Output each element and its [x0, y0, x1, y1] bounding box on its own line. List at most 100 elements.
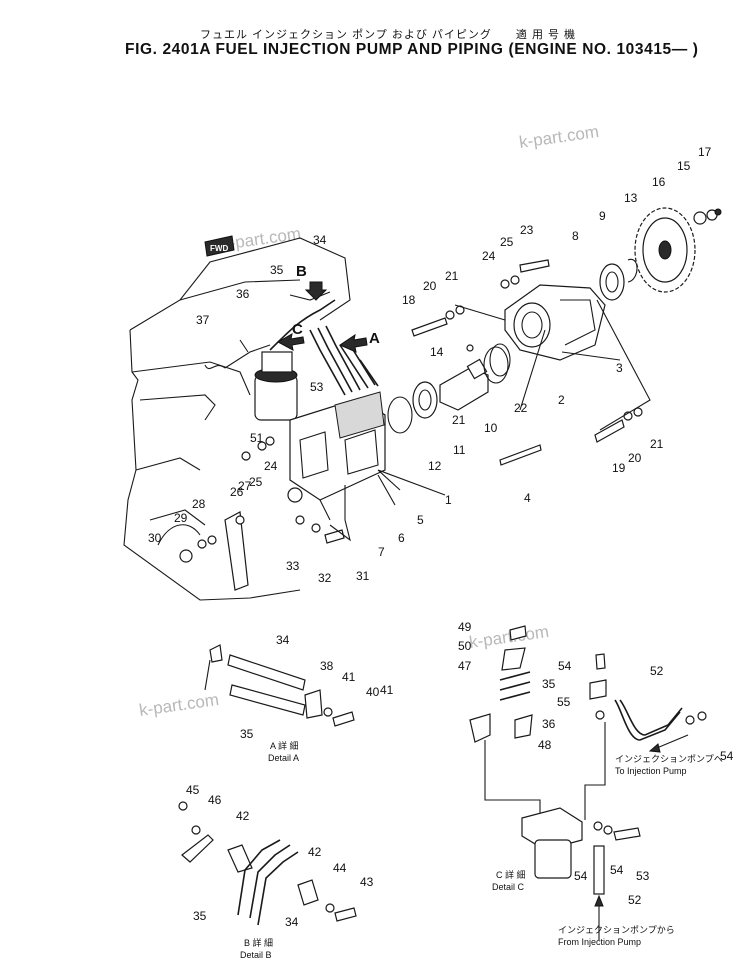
part-number: 27: [238, 479, 252, 493]
part-number: 22: [514, 401, 528, 415]
part-number: 43: [360, 875, 374, 889]
detail-c-caption-jp: C 詳 細: [496, 869, 526, 880]
watermark: k-part.com: [518, 122, 600, 152]
drive-gear: [634, 207, 722, 293]
part-number: 35: [542, 677, 556, 691]
part-number: 54: [610, 863, 624, 877]
part-number: 9: [599, 209, 606, 223]
part-number: 31: [356, 569, 370, 583]
part-number: 13: [624, 191, 638, 205]
part-number: 47: [458, 659, 472, 673]
part-number: 46: [208, 793, 222, 807]
part-number: 3: [616, 361, 623, 375]
part-number: 8: [572, 229, 579, 243]
detail-a-caption-jp: A 詳 細: [270, 740, 299, 751]
view-arrow-a: A: [338, 330, 380, 353]
part-number: 6: [398, 531, 405, 545]
svg-text:C: C: [292, 321, 303, 338]
part-number: 41: [380, 683, 394, 697]
figure-title-japanese: フュエル インジェクション ポンプ および パイピング 適 用 号 機: [200, 29, 577, 41]
detail-b-caption: Detail B: [240, 950, 272, 960]
part-number: 42: [308, 845, 322, 859]
injection-pump: [287, 391, 386, 521]
part-number: 20: [423, 279, 437, 293]
watermark: k-part.com: [138, 690, 220, 720]
part-number: 49: [458, 620, 472, 634]
part-number: 7: [378, 545, 385, 559]
part-number: 24: [482, 249, 496, 263]
part-number: 25: [249, 475, 263, 489]
part-number: 52: [650, 664, 664, 678]
part-number: 52: [628, 893, 642, 907]
fuel-filter: [254, 351, 298, 421]
part-number: 11: [453, 443, 466, 457]
part-number: 35: [193, 909, 207, 923]
detail-c-caption: Detail C: [492, 882, 525, 892]
part-number: 28: [192, 497, 206, 511]
part-number: 34: [313, 233, 327, 247]
part-number: 21: [650, 437, 664, 451]
fwd-label: FWD: [210, 244, 228, 253]
watermark: k-part.com: [468, 622, 550, 652]
injection-pipes: [204, 291, 379, 396]
part-number: 35: [240, 727, 254, 741]
part-number: 23: [520, 223, 534, 237]
part-number: 14: [430, 345, 444, 359]
part-number: 54: [574, 869, 588, 883]
part-number: 2: [558, 393, 565, 407]
part-number: 45: [186, 783, 200, 797]
part-number: 19: [612, 461, 626, 475]
part-number: 21: [445, 269, 459, 283]
part-number: 44: [333, 861, 347, 875]
part-number: 53: [310, 380, 324, 394]
part-number: 50: [458, 639, 472, 653]
part-number: 51: [250, 431, 264, 445]
repeated-part-callouts: 21 20 21 24 25 34 35 41 42 35 34 35 36 5…: [193, 413, 734, 929]
part-number: 16: [652, 175, 666, 189]
part-number: 1: [445, 493, 452, 507]
part-number: 20: [628, 451, 642, 465]
detail-a-drawing: [204, 644, 355, 727]
part-number: 29: [174, 511, 188, 525]
part-number: 40: [366, 685, 380, 699]
to-pump-label-jp: インジェクションポンプへ: [615, 754, 723, 764]
part-number: 36: [236, 287, 250, 301]
part-number: 42: [236, 809, 250, 823]
part-number: 18: [402, 293, 416, 307]
part-number: 32: [318, 571, 332, 585]
part-number: 48: [538, 738, 552, 752]
part-number: 21: [452, 413, 466, 427]
svg-text:A: A: [369, 330, 380, 347]
part-number: 41: [342, 670, 356, 684]
part-number: 53: [636, 869, 650, 883]
leader-lines: [329, 299, 651, 542]
part-number: 37: [196, 313, 210, 327]
part-callouts: 1 2 3 4 5 6 7 8 9 10 11 12 13 14 15 16 1…: [148, 145, 712, 907]
detail-b-caption-jp: B 詳 細: [244, 937, 273, 948]
part-number: 33: [286, 559, 300, 573]
view-arrow-c: C: [276, 321, 305, 351]
part-number: 26: [230, 485, 244, 499]
part-number: 10: [484, 421, 498, 435]
to-pump-label: To Injection Pump: [615, 766, 687, 776]
bearings-and-seals: [387, 258, 638, 434]
part-number: 17: [698, 145, 712, 159]
pump-drive-housing: [504, 284, 606, 361]
figure-title: FIG. 2401A FUEL INJECTION PUMP AND PIPIN…: [125, 41, 699, 58]
part-number: 34: [276, 633, 290, 647]
part-number: 5: [417, 513, 424, 527]
from-pump-label: From Injection Pump: [558, 937, 641, 947]
fwd-direction-tag: FWD: [204, 235, 235, 257]
detail-a-caption: Detail A: [268, 753, 299, 763]
part-number: 34: [285, 915, 299, 929]
part-number: 12: [428, 459, 442, 473]
part-number: 30: [148, 531, 162, 545]
view-arrow-b: B: [296, 263, 328, 301]
part-number: 54: [558, 659, 572, 673]
pump-bracket: [179, 436, 345, 591]
detail-c-drawing: [469, 625, 707, 940]
drive-shaft: [439, 358, 489, 411]
part-number: 55: [557, 695, 571, 709]
part-number: 24: [264, 459, 278, 473]
